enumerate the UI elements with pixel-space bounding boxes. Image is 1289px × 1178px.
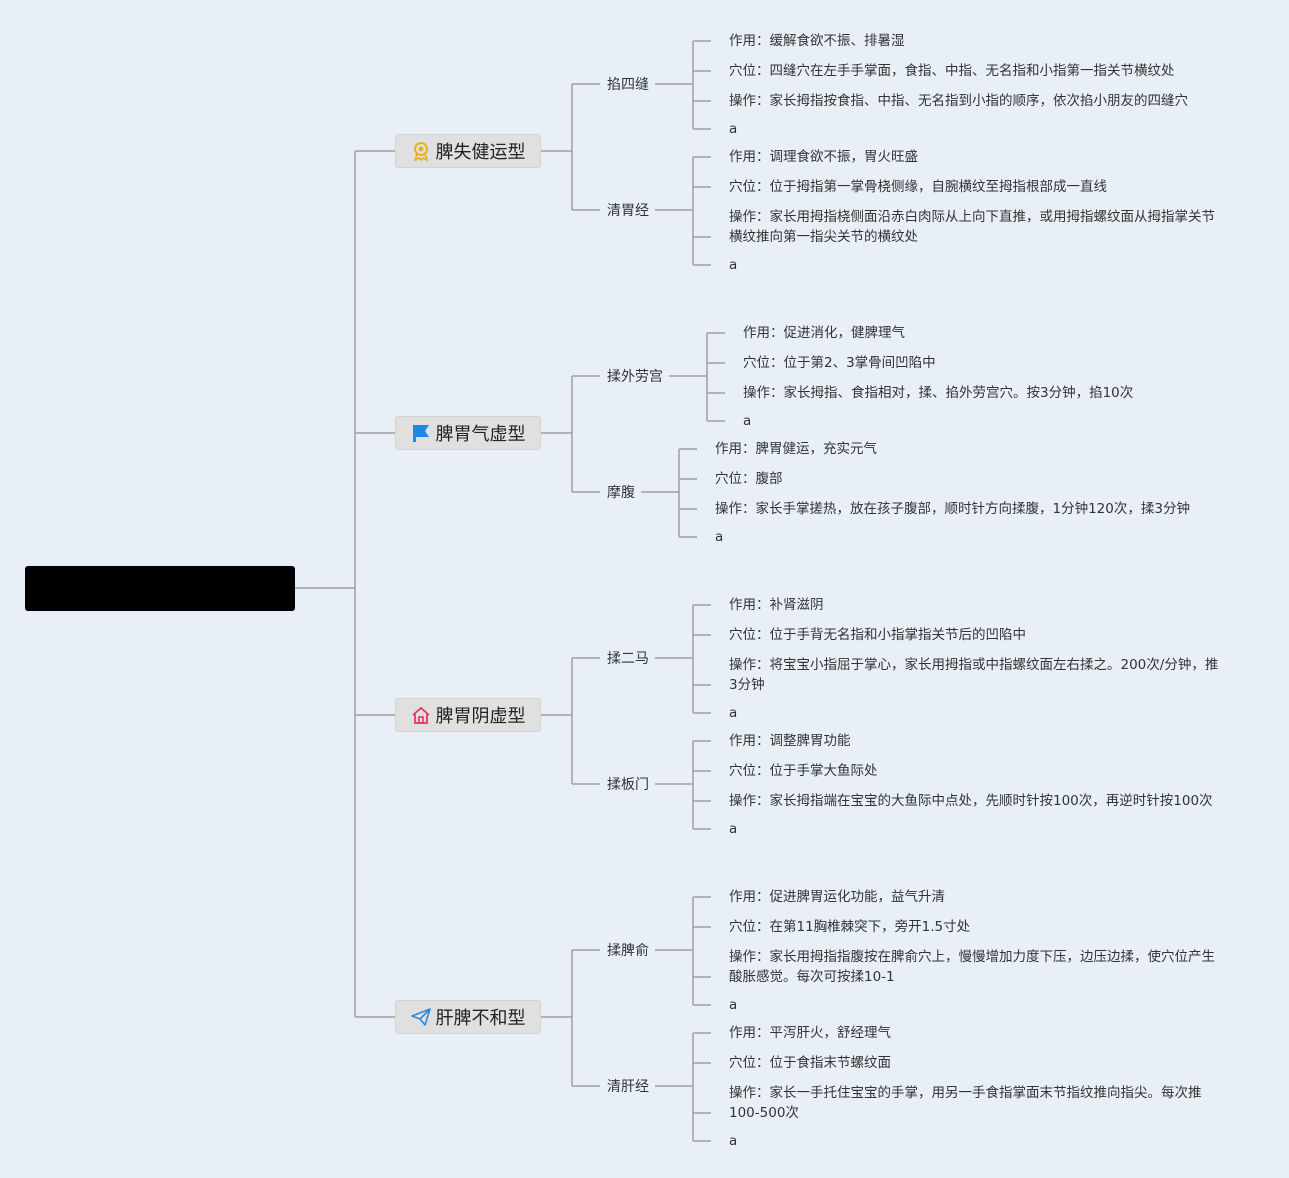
leaf-item[interactable]: 作用：补肾滋阴 [729,597,824,613]
leaf-item[interactable]: a [729,821,738,837]
category-node[interactable]: 脾失健运型 [395,134,541,168]
leaf-item[interactable]: 操作：家长用拇指指腹按在脾俞穴上，慢慢增加力度下压，边压边揉，使穴位产生酸胀感觉… [729,949,1215,985]
leaf-item[interactable]: a [715,529,724,545]
category-label: 脾失健运型 [435,142,526,163]
leaf-item[interactable]: a [729,705,738,721]
leaf-item[interactable]: 操作：家长拇指端在宝宝的大鱼际中点处，先顺时针按100次，再逆时针按100次 [729,793,1213,809]
leaf-item[interactable]: 穴位：位于手背无名指和小指掌指关节后的凹陷中 [729,627,1026,643]
leaf-item[interactable]: a [743,413,752,429]
category-label: 肝脾不和型 [435,1008,526,1029]
leaf-item[interactable]: 作用：调整脾胃功能 [729,733,851,749]
leaf-item[interactable]: 穴位：位于第2、3掌骨间凹陷中 [743,355,936,371]
leaf-item[interactable]: 穴位：四缝穴在左手手掌面，食指、中指、无名指和小指第一指关节横纹处 [729,63,1175,79]
category-label: 脾胃气虚型 [435,424,526,445]
leaf-item[interactable]: 操作：家长用拇指桡侧面沿赤白肉际从上向下直推，或用拇指螺纹面从拇指掌关节横纹推向… [729,209,1215,245]
leaf-item[interactable]: 穴位：位于食指末节螺纹面 [729,1055,891,1071]
leaf-item[interactable]: 作用：缓解食欲不振、排暑湿 [729,33,905,49]
leaf-item[interactable]: 穴位：位于手掌大鱼际处 [729,763,878,779]
category-node[interactable]: 脾胃阴虚型 [395,698,541,732]
leaf-item[interactable]: 作用：促进脾胃运化功能，益气升清 [729,889,945,905]
category-node[interactable]: 脾胃气虚型 [395,416,541,450]
leaf-item[interactable]: 作用：促进消化，健脾理气 [743,325,905,341]
technique-node[interactable]: 揉外劳宫 [607,369,663,385]
leaf-item[interactable]: 穴位：腹部 [715,471,783,487]
technique-node[interactable]: 清肝经 [607,1079,649,1095]
leaf-item[interactable]: 操作：家长拇指按食指、中指、无名指到小指的顺序，依次掐小朋友的四缝穴 [729,93,1188,109]
leaf-item[interactable]: 穴位：位于拇指第一掌骨桡侧缘，自腕横纹至拇指根部成一直线 [729,179,1107,195]
technique-node[interactable]: 清胃经 [607,203,649,219]
technique-node[interactable]: 摩腹 [607,485,635,501]
leaf-item[interactable]: a [729,997,738,1013]
category-label: 脾胃阴虚型 [435,706,526,727]
leaf-item[interactable]: a [729,121,738,137]
leaf-item[interactable]: 操作：家长一手托住宝宝的手掌，用另一手食指掌面末节指纹推向指尖。每次推100-5… [729,1085,1202,1121]
leaf-item[interactable]: 作用：平泻肝火，舒经理气 [729,1025,891,1041]
leaf-item[interactable]: 操作：家长手掌搓热，放在孩子腹部，顺时针方向揉腹，1分钟120次，揉3分钟 [715,501,1190,517]
technique-node[interactable]: 揉二马 [607,651,649,667]
root-node[interactable] [25,566,295,611]
leaf-item[interactable]: 操作：家长拇指、食指相对，揉、掐外劳宫穴。按3分钟，掐10次 [743,385,1134,401]
medal-icon [411,141,431,161]
technique-node[interactable]: 掐四缝 [607,77,649,93]
leaf-item[interactable]: a [729,1133,738,1149]
home-icon [411,705,431,725]
leaf-item[interactable]: 作用：调理食欲不振，胃火旺盛 [729,149,918,165]
paper-plane-icon [410,1007,431,1027]
technique-node[interactable]: 揉板门 [607,777,649,793]
leaf-item[interactable]: 操作：将宝宝小指屈于掌心，家长用拇指或中指螺纹面左右揉之。200次/分钟，推3分… [729,657,1219,693]
leaf-item[interactable]: 穴位：在第11胸椎棘突下，旁开1.5寸处 [729,919,971,935]
technique-node[interactable]: 揉脾俞 [607,943,649,959]
flag-icon [411,423,431,443]
category-node[interactable]: 肝脾不和型 [395,1000,541,1034]
leaf-item[interactable]: 作用：脾胃健运，充实元气 [715,441,877,457]
leaf-item[interactable]: a [729,257,738,273]
